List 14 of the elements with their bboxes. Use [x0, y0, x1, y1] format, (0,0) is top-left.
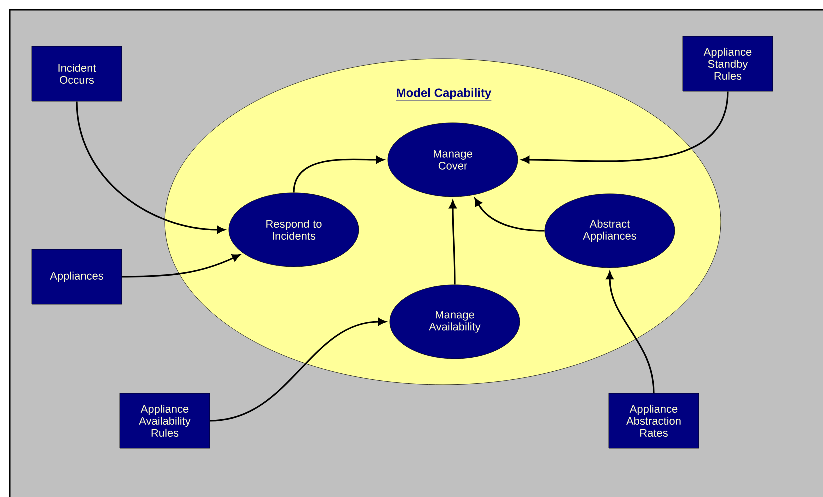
- arrow: [122, 254, 240, 278]
- arrow: [293, 156, 384, 193]
- arrow: [522, 92, 729, 164]
- heading: Model Capability: [396, 88, 492, 102]
- arrow: [210, 318, 386, 422]
- input-box: Appliance Availability Rules: [120, 393, 210, 449]
- arrow: [474, 198, 545, 232]
- arrow: [76, 102, 226, 234]
- arrow: [606, 272, 655, 394]
- input-box: Appliance Standby Rules: [682, 36, 774, 92]
- input-box: Incident Occurs: [32, 46, 122, 102]
- input-box: Appliances: [32, 249, 122, 305]
- input-box: Appliance Abstraction Rates: [608, 393, 700, 449]
- arrow: [449, 200, 457, 285]
